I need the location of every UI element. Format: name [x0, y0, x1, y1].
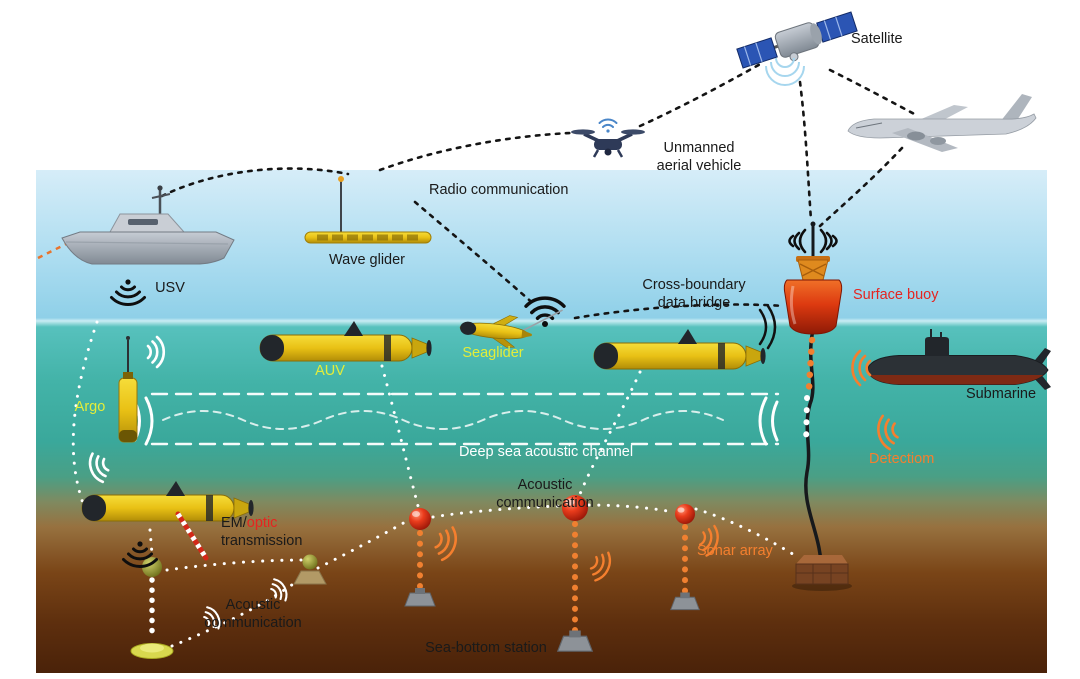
auv-deep-wifi-icon — [122, 539, 158, 568]
argo-float — [118, 336, 138, 443]
sonar-signal-1 — [431, 523, 462, 564]
bridge-signal-icon — [758, 304, 777, 350]
em-optic-transmission-label: EM/optic transmission — [221, 515, 337, 550]
aircraft — [847, 94, 1037, 152]
detection-signal-lower — [874, 412, 901, 452]
em-label-suffix: transmission — [221, 532, 303, 549]
deep-sea-channel-lines — [133, 392, 780, 446]
usv-vessel — [37, 185, 235, 265]
anchor-weight — [792, 555, 852, 591]
argo-signal-down — [84, 449, 113, 486]
deep-sea-channel-label: Deep sea acoustic channel — [458, 444, 634, 460]
surface-buoy-label: Surface buoy — [853, 287, 939, 303]
cross-boundary-label: Cross-boundary data bridge — [642, 277, 746, 311]
sea-bottom-station-label: Sea-bottom station — [425, 640, 547, 656]
drone-wifi-icon — [598, 118, 618, 133]
auv-upper — [259, 320, 433, 362]
uav-label: Unmanned aerial vehicle — [656, 140, 742, 174]
submarine-label: Submarine — [965, 386, 1037, 402]
wave-glider — [304, 176, 432, 244]
sonar-signal-2 — [585, 547, 616, 585]
radio-links — [160, 60, 920, 320]
radio-communication-label: Radio communication — [429, 182, 569, 198]
seaglider — [459, 309, 563, 348]
submarine — [866, 329, 1051, 390]
detection-signal-upper — [851, 349, 872, 387]
usv-label: USV — [155, 280, 185, 296]
em-optic-beam — [175, 511, 209, 561]
auv-bridge — [593, 328, 767, 370]
satellite-signal-icon — [765, 57, 805, 86]
em-label-optic: optic — [246, 515, 278, 531]
satellite — [736, 11, 858, 69]
auv-label: AUV — [315, 363, 345, 379]
detection-label: Detectiom — [869, 451, 935, 467]
argo-signal — [146, 335, 166, 369]
seaglider-label: Seaglider — [462, 345, 524, 361]
sonar-node-3 — [670, 504, 700, 611]
buoy-signal-icon — [788, 228, 838, 254]
satellite-label: Satellite — [851, 31, 903, 47]
wave-glider-label: Wave glider — [328, 252, 406, 268]
surface-buoy — [783, 221, 843, 335]
bottom-station-left — [130, 557, 174, 659]
acoustic-communication-center-label: Acoustic communication — [496, 477, 594, 511]
buoy-mooring-cable — [803, 329, 823, 561]
acoustic-links — [71, 320, 798, 648]
sonar-array-label: Sonar array — [697, 543, 773, 559]
sonar-node-1 — [404, 508, 436, 607]
usv-wifi-icon — [110, 277, 146, 306]
acoustic-communication-left-label: Acoustic communication — [204, 597, 302, 631]
bottom-station-mid — [293, 554, 327, 585]
argo-label: Argo — [74, 399, 106, 415]
sea-bottom-station-node — [557, 495, 593, 652]
uav-drone — [571, 118, 645, 158]
em-label-prefix: EM/ — [221, 515, 247, 531]
